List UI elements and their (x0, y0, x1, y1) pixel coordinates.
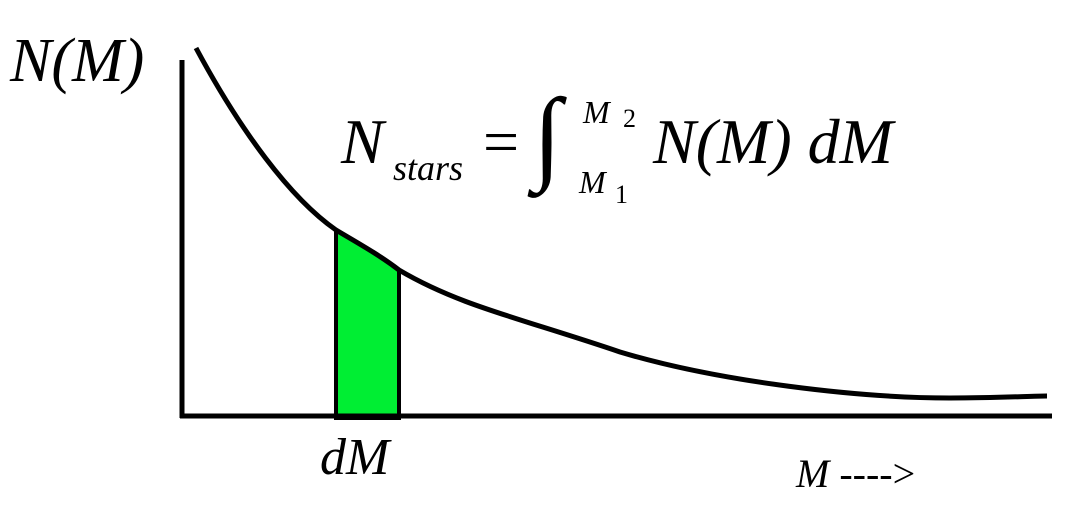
y-axis-label: N(M) (10, 27, 145, 95)
formula-equals: = (483, 106, 520, 177)
dm-strip-highlight (334, 226, 401, 420)
integrand: N(M) dM (653, 106, 893, 177)
upper-limit-index: 2 (623, 104, 636, 133)
strip-label: dM (320, 429, 390, 486)
formula-lhs: N (341, 106, 384, 177)
lower-limit-index: 1 (615, 180, 628, 209)
lower-limit: M (579, 164, 606, 200)
x-axis-var: M (796, 451, 830, 496)
x-axis-label: M ----> (796, 454, 915, 494)
integral-formula: N stars = ∫ M 2 M 1 N(M) dM (341, 84, 941, 216)
mass-function-curve (193, 46, 1048, 401)
upper-limit: M (583, 94, 610, 130)
formula-lhs-subscript: stars (393, 148, 464, 188)
integral-sign: ∫ (533, 78, 562, 193)
x-axis-arrow: ----> (829, 451, 916, 496)
